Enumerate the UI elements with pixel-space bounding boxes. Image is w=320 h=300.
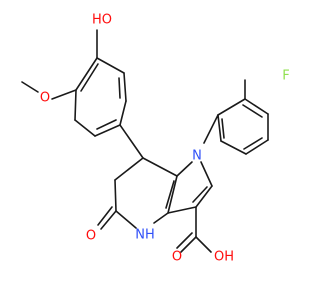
bond [74, 89, 77, 121]
bond [119, 100, 127, 126]
bond [75, 57, 98, 91]
bond [176, 161, 193, 177]
bond [114, 157, 144, 181]
bond [195, 185, 213, 208]
bond [245, 139, 269, 155]
bond [200, 161, 213, 187]
bond [243, 137, 263, 150]
structure-diagram: HO O F N O NH O OH [21, 13, 290, 265]
bond [192, 186, 208, 203]
acid-carbonyl-oxygen-label: O [172, 250, 182, 265]
bond [176, 232, 193, 249]
bond [221, 118, 225, 139]
bond [180, 236, 197, 253]
molecule-canvas: HO O F N O NH O OH [21, 12, 290, 265]
fluorine-label: F [282, 69, 289, 84]
methoxy-oxygen-label: O [40, 91, 50, 106]
bond [96, 119, 117, 130]
amide-nh-label: NH [135, 228, 155, 243]
bond [74, 119, 96, 137]
bond [153, 212, 169, 224]
bond [142, 157, 178, 177]
bond [123, 72, 127, 102]
bond [195, 236, 212, 253]
bond [167, 206, 197, 214]
bond [167, 175, 178, 214]
bond [242, 104, 263, 118]
bond [21, 81, 39, 93]
acid-hydroxyl-label: OH [214, 250, 234, 265]
bond [217, 114, 222, 142]
bond [100, 210, 117, 230]
bond [51, 89, 77, 100]
bond [80, 63, 99, 92]
bond [119, 124, 144, 159]
bond [203, 114, 219, 144]
bond [115, 210, 137, 229]
pyrrole-nitrogen-label: N [192, 149, 202, 164]
bond-layer [21, 29, 269, 253]
bond [217, 98, 246, 116]
keto-oxygen-label: O [86, 229, 96, 244]
bond [244, 98, 269, 115]
hydroxy-label: HO [92, 13, 112, 28]
bond [118, 77, 121, 99]
label-layer: HO O F N O NH O OH [40, 13, 290, 265]
bond [94, 124, 121, 137]
bond [165, 180, 175, 209]
bond [114, 179, 117, 212]
bond [97, 206, 113, 226]
bond [220, 140, 247, 155]
bond [96, 57, 125, 74]
